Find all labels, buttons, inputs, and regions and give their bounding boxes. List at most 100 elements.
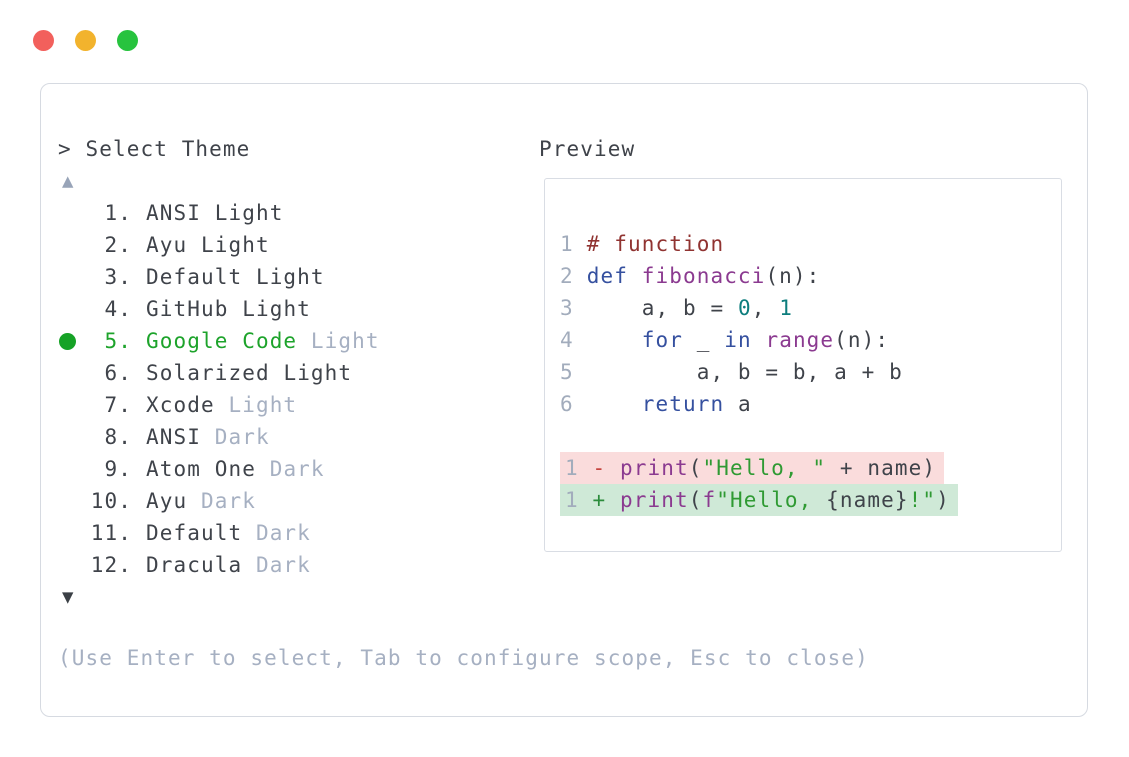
diff-line-added: 1 + print(f"Hello, {name}!") <box>560 484 1061 516</box>
preview-label: Preview <box>539 137 636 161</box>
code-token: - <box>592 456 607 480</box>
theme-label: ANSI Dark <box>146 425 270 449</box>
theme-number: 6. <box>104 361 132 385</box>
marker-spacer <box>58 229 90 261</box>
code-token <box>579 456 593 480</box>
line-number: 6 <box>560 392 574 416</box>
theme-label: Xcode Light <box>146 393 298 417</box>
theme-label: Default Dark <box>146 521 311 545</box>
code-token: (n): <box>834 328 890 352</box>
marker-spacer <box>58 485 90 517</box>
theme-label: Google Code Light <box>146 329 380 353</box>
marker-spacer <box>58 517 90 549</box>
theme-item-ayu-light[interactable]: 2.Ayu Light <box>58 229 528 261</box>
code-token <box>628 264 642 288</box>
code-token: return <box>641 392 725 416</box>
selected-bullet-icon <box>58 325 90 357</box>
code-token: in <box>724 328 752 352</box>
theme-number: 4. <box>104 297 132 321</box>
theme-item-ayu-dark[interactable]: 10.Ayu Dark <box>58 485 528 517</box>
code-token: 1 <box>779 296 793 320</box>
marker-spacer <box>58 357 90 389</box>
code-token: a, b = b, a + b <box>586 360 903 384</box>
theme-label: Atom One Dark <box>146 457 325 481</box>
theme-item-atom-one-dark[interactable]: 9.Atom One Dark <box>58 453 528 485</box>
theme-item-default-dark[interactable]: 11. Default Dark <box>58 517 528 549</box>
code-token <box>606 488 620 512</box>
line-number: 1 <box>565 488 579 512</box>
line-number: 2 <box>560 264 574 288</box>
theme-item-xcode-light[interactable]: 7. Xcode Light <box>58 389 528 421</box>
code-token <box>587 328 642 352</box>
theme-item-ansi-dark[interactable]: 8. ANSI Dark <box>58 421 528 453</box>
code-token: + name) <box>826 456 937 480</box>
theme-item-google-code-light[interactable]: 5. Google Code Light <box>58 325 528 357</box>
line-number: 3 <box>560 296 574 320</box>
code-token: ( <box>688 456 703 480</box>
theme-item-dracula-dark[interactable]: 12. Dracula Dark <box>58 549 528 581</box>
marker-spacer <box>58 197 90 229</box>
theme-item-github-light[interactable]: 4. GitHub Light <box>58 293 528 325</box>
help-text: (Use Enter to select, Tab to configure s… <box>58 646 869 670</box>
theme-number: 1. <box>104 201 132 225</box>
code-token: range <box>765 328 835 352</box>
marker-spacer <box>58 389 90 421</box>
marker-spacer <box>58 549 90 581</box>
marker-spacer <box>58 261 90 293</box>
code-token: ) <box>936 488 950 512</box>
code-token <box>587 392 642 416</box>
line-number: 5 <box>560 360 574 384</box>
scroll-down-icon[interactable]: ▼ <box>62 586 75 608</box>
theme-number: 12. <box>90 553 132 577</box>
line-number: 1 <box>565 456 579 480</box>
select-theme-prompt: > Select Theme <box>58 137 251 161</box>
code-token: {name} <box>826 488 909 512</box>
line-number: 1 <box>560 232 574 256</box>
theme-item-default-light[interactable]: 3. Default Light <box>58 261 528 293</box>
theme-label: Default Light <box>146 265 325 289</box>
blank-line <box>560 420 1061 452</box>
code-token: print <box>620 488 689 512</box>
code-token: fibonacci <box>641 264 766 288</box>
theme-label: GitHub Light <box>146 297 311 321</box>
code-line: 6 return a <box>560 388 1061 420</box>
marker-spacer <box>58 293 90 325</box>
code-token: 0 <box>737 296 752 320</box>
theme-number: 11. <box>90 521 132 545</box>
theme-number: 3. <box>104 265 132 289</box>
code-line: 1 # function <box>560 228 1061 260</box>
theme-label: Solarized Light <box>146 361 353 385</box>
close-button[interactable] <box>33 30 54 51</box>
code-line: 3 a, b = 0, 1 <box>560 292 1061 324</box>
code-token: + <box>592 488 607 512</box>
code-token <box>752 328 766 352</box>
theme-number: 10. <box>90 489 132 513</box>
code-token: a, b = <box>586 296 738 320</box>
theme-item-solarized-light[interactable]: 6. Solarized Light <box>58 357 528 389</box>
code-token: _ <box>682 328 725 352</box>
scroll-up-icon[interactable]: ▲ <box>62 170 75 192</box>
code-token: (n): <box>765 264 821 288</box>
traffic-lights <box>33 30 138 51</box>
zoom-button[interactable] <box>117 30 138 51</box>
code-token: print <box>620 456 689 480</box>
minimize-button[interactable] <box>75 30 96 51</box>
theme-number: 8. <box>104 425 132 449</box>
marker-spacer <box>58 453 90 485</box>
theme-item-ansi-light[interactable]: 1.ANSI Light <box>58 197 528 229</box>
code-token <box>606 456 620 480</box>
theme-number: 5. <box>104 329 132 353</box>
code-token: "Hello, <box>716 488 827 512</box>
code-line: 4 for _ in range(n): <box>560 324 1061 356</box>
theme-number: 7. <box>104 393 132 417</box>
marker-spacer <box>58 421 90 453</box>
theme-label: Dracula Dark <box>146 553 311 577</box>
code-token: def <box>586 264 628 288</box>
code-token: f <box>702 488 717 512</box>
code-token: "Hello, " <box>702 456 827 480</box>
